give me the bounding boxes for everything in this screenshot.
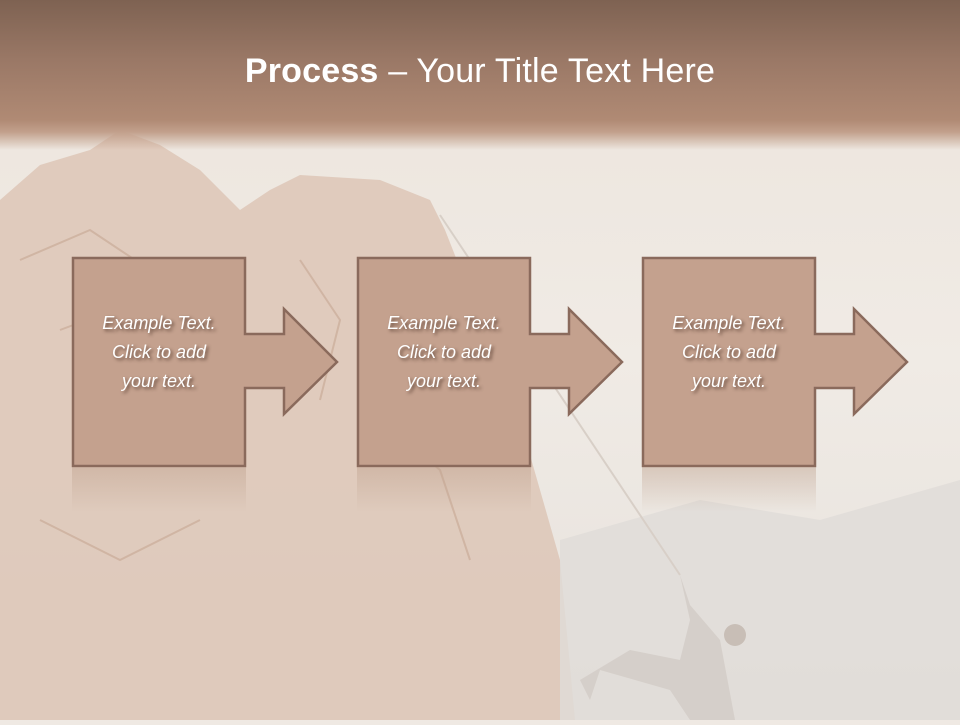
step-text-line: Example Text. [672, 313, 786, 333]
title-bar [0, 0, 960, 150]
arrow-box-shape [356, 256, 624, 468]
step-text-line: Click to add [111, 342, 207, 362]
step-text-line: Click to add [681, 342, 777, 362]
step-text-line: your text. [406, 371, 482, 391]
step-text-line: Example Text. [387, 313, 501, 333]
arrow-box-shape [641, 256, 909, 468]
title-rest: – Your Title Text Here [378, 52, 716, 90]
step-text-line: Click to add [396, 342, 492, 362]
process-step-2[interactable]: Example Text. Click to add your text. [356, 256, 624, 468]
box-reflection [72, 467, 246, 512]
step-text: Example Text. Click to add your text. [72, 309, 246, 396]
process-step-3[interactable]: Example Text. Click to add your text. [641, 256, 909, 468]
step-text-line: your text. [121, 371, 197, 391]
title-bold: Process [244, 52, 379, 90]
step-text: Example Text. Click to add your text. [357, 309, 531, 396]
step-text-line: Example Text. [102, 313, 216, 333]
box-reflection [642, 467, 816, 512]
slide-title[interactable]: Process – Your Title Text Here [0, 52, 960, 91]
arrow-box-shape [71, 256, 339, 468]
step-text: Example Text. Click to add your text. [642, 309, 816, 396]
step-text-line: your text. [691, 371, 767, 391]
process-step-1[interactable]: Example Text. Click to add your text. [71, 256, 339, 468]
box-reflection [357, 467, 531, 512]
